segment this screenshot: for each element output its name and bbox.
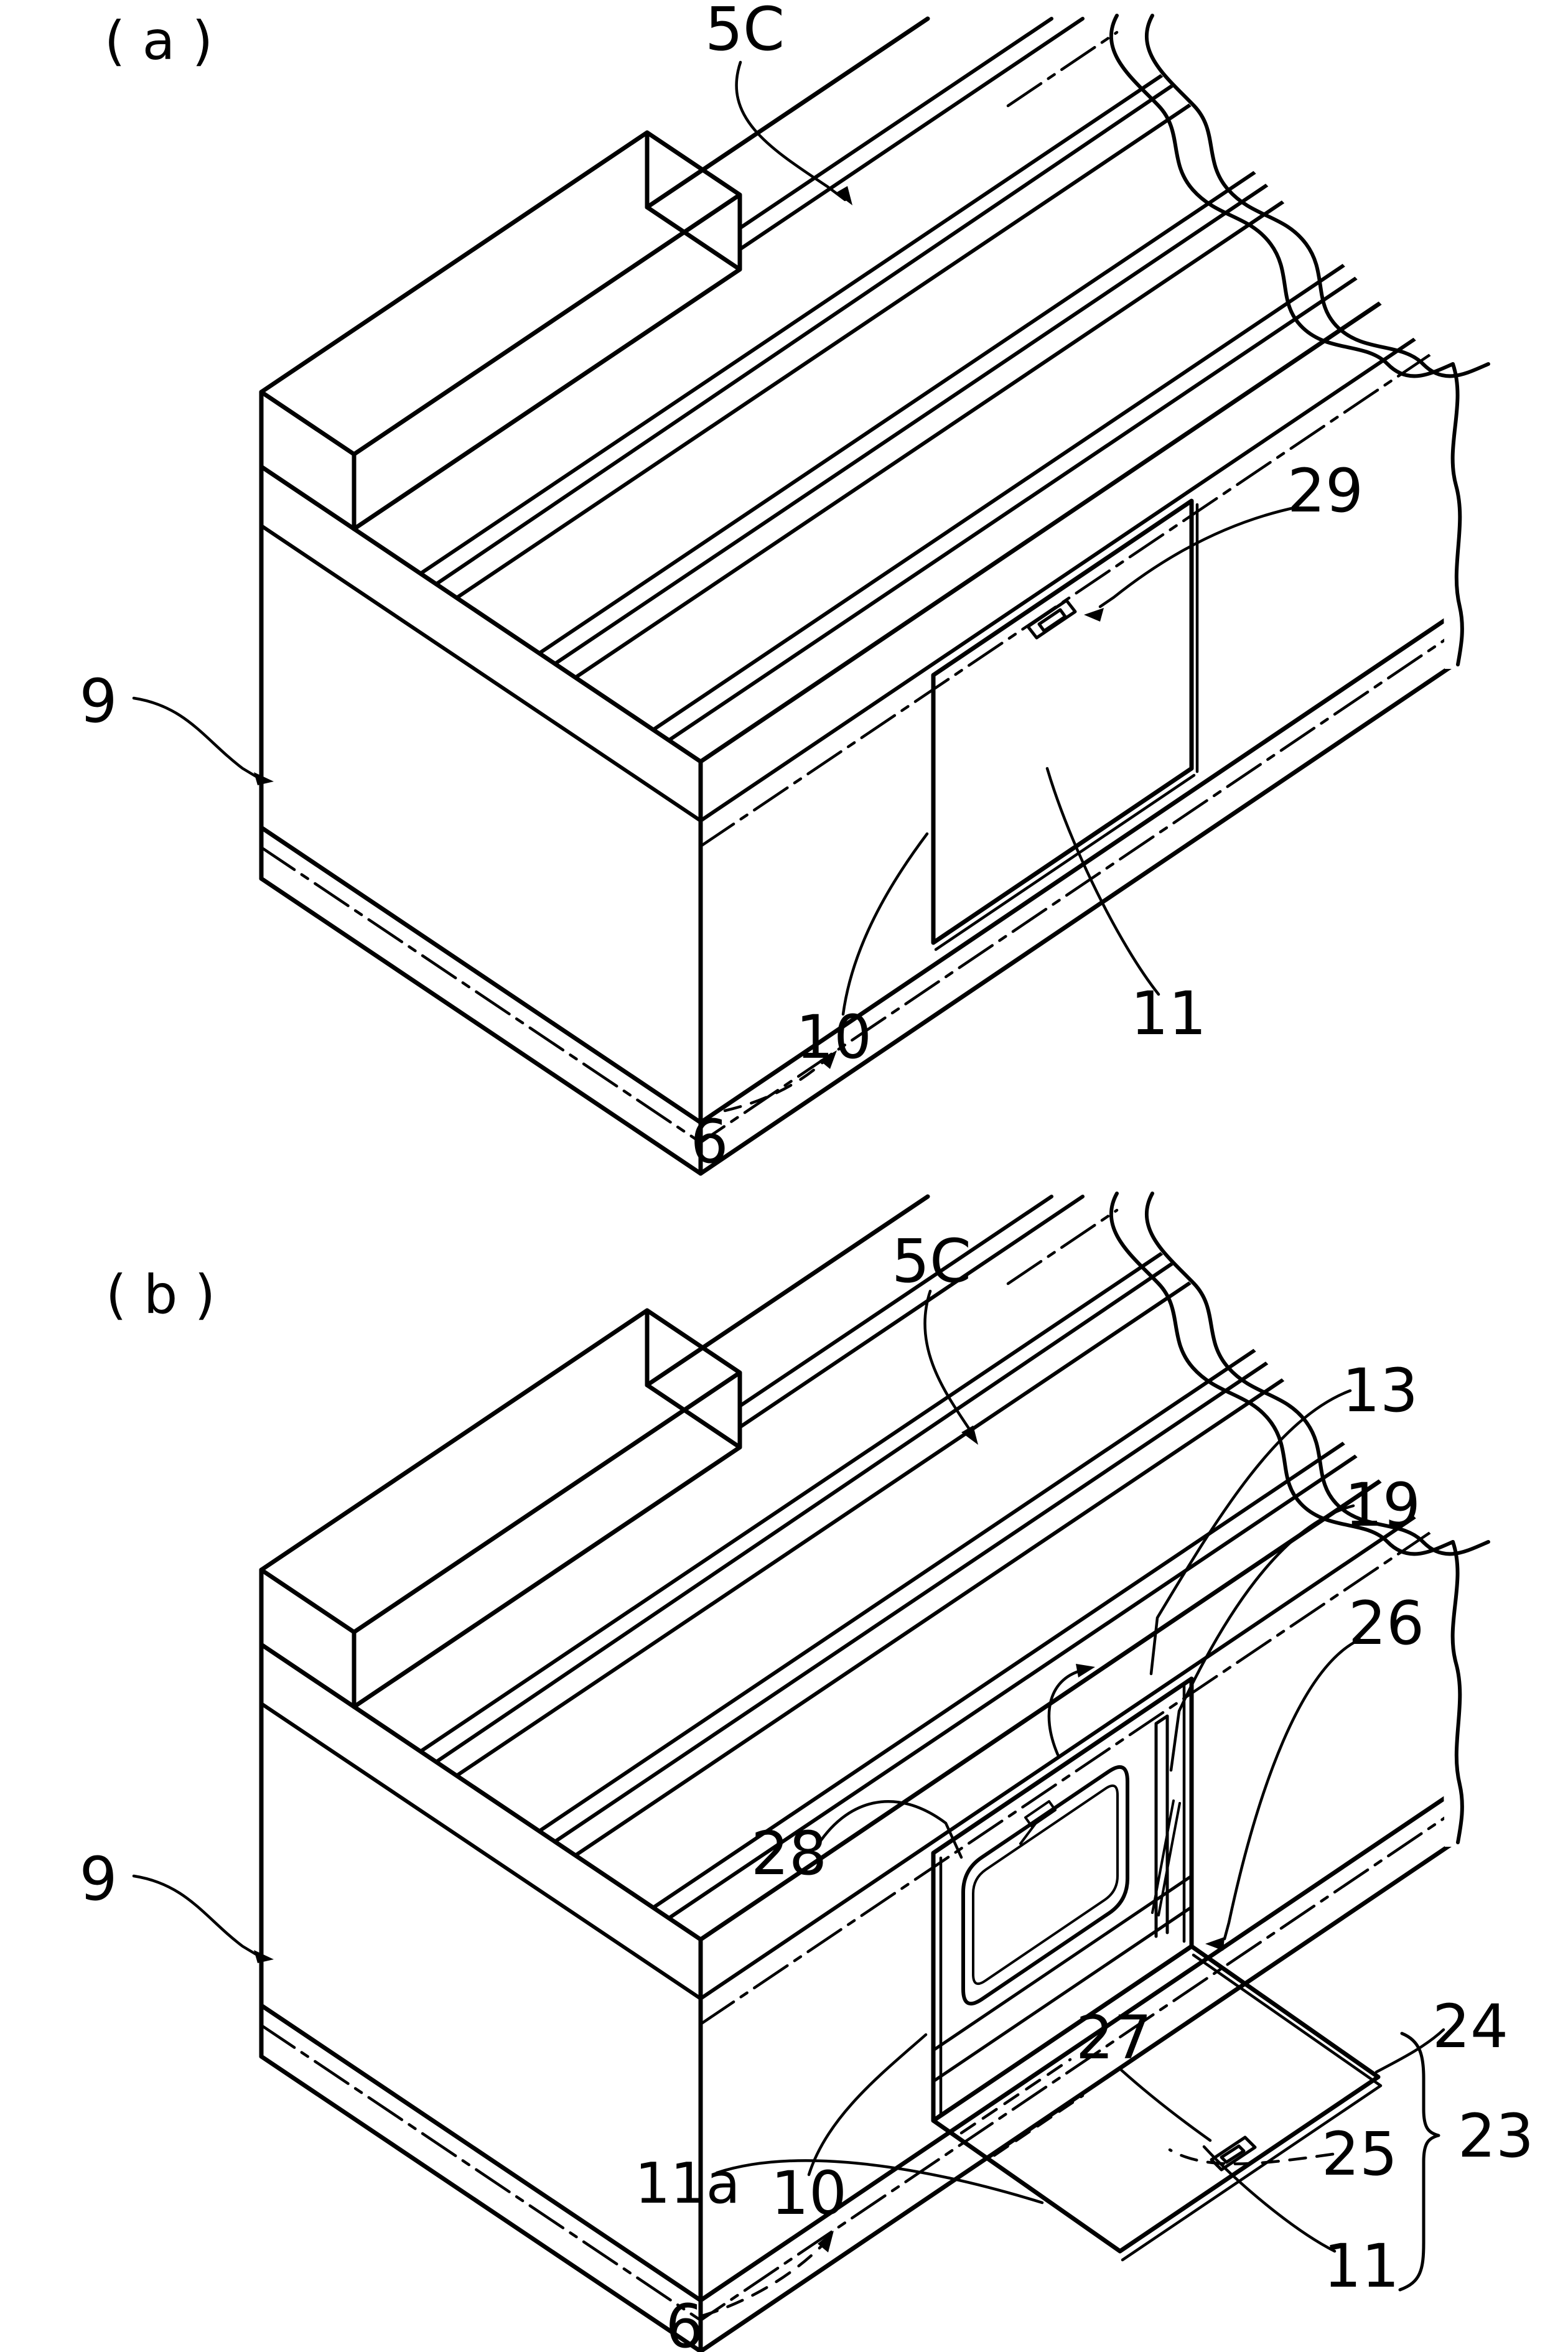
leader-9-b xyxy=(132,1874,260,1958)
leader-24 xyxy=(1374,2028,1445,2074)
labels-b: ( b ) 5C 13 19 26 28 27 24 25 23 11 11a … xyxy=(79,1226,1534,2352)
ref-label-25: 25 xyxy=(1322,2119,1398,2189)
tray-tab-b xyxy=(1019,1800,1057,1845)
leader-9-a xyxy=(132,696,260,780)
arrowheads-b xyxy=(254,1426,1225,2252)
door-latch-27 xyxy=(1210,2135,1257,2172)
ref-label-28: 28 xyxy=(751,1819,827,1888)
lid-chain-line-a xyxy=(699,338,1454,848)
leader-11a xyxy=(715,2159,1044,2205)
latch-29 xyxy=(1026,599,1077,640)
ref-label-10-b: 10 xyxy=(771,2158,847,2228)
lid-seam-b xyxy=(259,1490,1454,2000)
top-chain-line-a xyxy=(1006,30,1119,108)
arrowhead-6-b xyxy=(818,2231,834,2252)
leaders-a xyxy=(132,60,1299,1113)
top-rear-edge-b xyxy=(645,1194,930,1388)
brace-23 xyxy=(1398,2032,1440,2292)
ref-label-13: 13 xyxy=(1342,1356,1418,1426)
end-cap-a xyxy=(259,130,742,531)
ref-label-5c-a: 5C xyxy=(705,0,785,64)
ref-label-29: 29 xyxy=(1287,456,1363,526)
ref-label-27: 27 xyxy=(1076,2003,1152,2073)
labels-a: ( a ) 5C 29 9 11 10 6 xyxy=(79,0,1363,1177)
break-lines-a xyxy=(1109,14,1490,666)
arrowhead-5c-a xyxy=(836,186,852,205)
leader-13 xyxy=(1149,1389,1352,1676)
arrowhead-26 xyxy=(1205,1937,1225,1951)
leader-19 xyxy=(1169,1504,1355,1772)
ref-label-9-a: 9 xyxy=(79,666,117,736)
base-flange-b xyxy=(259,1837,1460,2352)
ref-label-26: 26 xyxy=(1348,1589,1424,1658)
leader-11-b xyxy=(1202,2145,1337,2253)
ref-label-6-b: 6 xyxy=(665,2292,703,2352)
chain-lines-b xyxy=(259,1208,1455,2322)
panel-tag-a: ( a ) xyxy=(105,10,213,72)
leader-29 xyxy=(1098,505,1299,609)
leader-28 xyxy=(813,1800,963,1859)
arrowhead-6-a xyxy=(819,1050,837,1069)
base-chain-line-b xyxy=(259,1810,1455,2322)
leader-10-b xyxy=(807,2033,928,2177)
ref-label-23: 23 xyxy=(1458,2101,1534,2171)
ref-label-24: 24 xyxy=(1432,1992,1508,2061)
leader-6-b xyxy=(700,2243,824,2318)
end-cap-b xyxy=(259,1308,742,1709)
leader-27 xyxy=(1118,2067,1212,2142)
open-direction-arrow-13 xyxy=(1047,1668,1088,1757)
door-hidden-lines-b xyxy=(959,2058,1085,2157)
figure-b: ( b ) 5C 13 19 26 28 27 24 25 23 11 11a … xyxy=(79,1190,1568,2352)
leader-10-a xyxy=(841,832,929,1016)
leader-6-a xyxy=(723,1056,829,1113)
ref-label-10-a: 10 xyxy=(796,1002,872,1072)
leader-26 xyxy=(1223,1638,1361,1941)
chain-lines-a xyxy=(259,30,1455,1144)
break-mask-a xyxy=(1101,12,1568,669)
ref-label-6-a: 6 xyxy=(690,1107,728,1177)
ref-label-9-b: 9 xyxy=(79,1844,117,1914)
left-end-face-b xyxy=(259,1567,703,2352)
leader-5c-a xyxy=(735,60,847,202)
left-end-face-a xyxy=(259,390,703,1176)
ref-label-11-b: 11 xyxy=(1323,2231,1399,2301)
figure-a: ( a ) 5C 29 9 11 10 6 xyxy=(79,0,1568,1177)
stopper-strip-19 xyxy=(1151,1714,1181,1938)
leader-25 xyxy=(1168,2148,1335,2165)
top-rear-edge-a xyxy=(645,16,930,210)
top-chain-line-b xyxy=(1006,1208,1119,1286)
panel-tag-b: ( b ) xyxy=(106,1264,215,1326)
front-bottom-edge-a xyxy=(698,614,1454,1125)
arrowheads-a xyxy=(254,186,1104,1069)
base-flange-a xyxy=(259,660,1460,1176)
leader-11-a xyxy=(1045,767,1160,996)
arrowhead-9-a xyxy=(254,772,274,785)
lid-chain-line-b xyxy=(699,1516,1454,2026)
ref-label-19: 19 xyxy=(1345,1470,1421,1540)
open-door-b xyxy=(931,1944,1383,2262)
leaders-b xyxy=(132,1289,1445,2318)
lid-seam-a xyxy=(259,312,1454,823)
ref-label-11a: 11a xyxy=(635,2151,740,2216)
ref-label-11-a: 11 xyxy=(1131,979,1206,1048)
door-a xyxy=(931,498,1199,951)
arrowhead-13 xyxy=(1076,1664,1095,1678)
arrowhead-5c-b xyxy=(961,1426,978,1445)
break-mask-b xyxy=(1101,1190,1568,1847)
front-bottom-edge-b xyxy=(698,1791,1454,2303)
inner-tray-28 xyxy=(961,1765,1129,2006)
arrowhead-29 xyxy=(1084,608,1104,622)
hinge-blade-b xyxy=(1151,1799,1181,1916)
base-chain-line-a xyxy=(259,632,1455,1144)
opening-sill-lines-b xyxy=(931,1874,1193,2083)
arrowhead-9-b xyxy=(254,1950,274,1963)
ref-label-5c-b: 5C xyxy=(892,1226,971,1296)
leader-5c-b xyxy=(923,1289,973,1433)
